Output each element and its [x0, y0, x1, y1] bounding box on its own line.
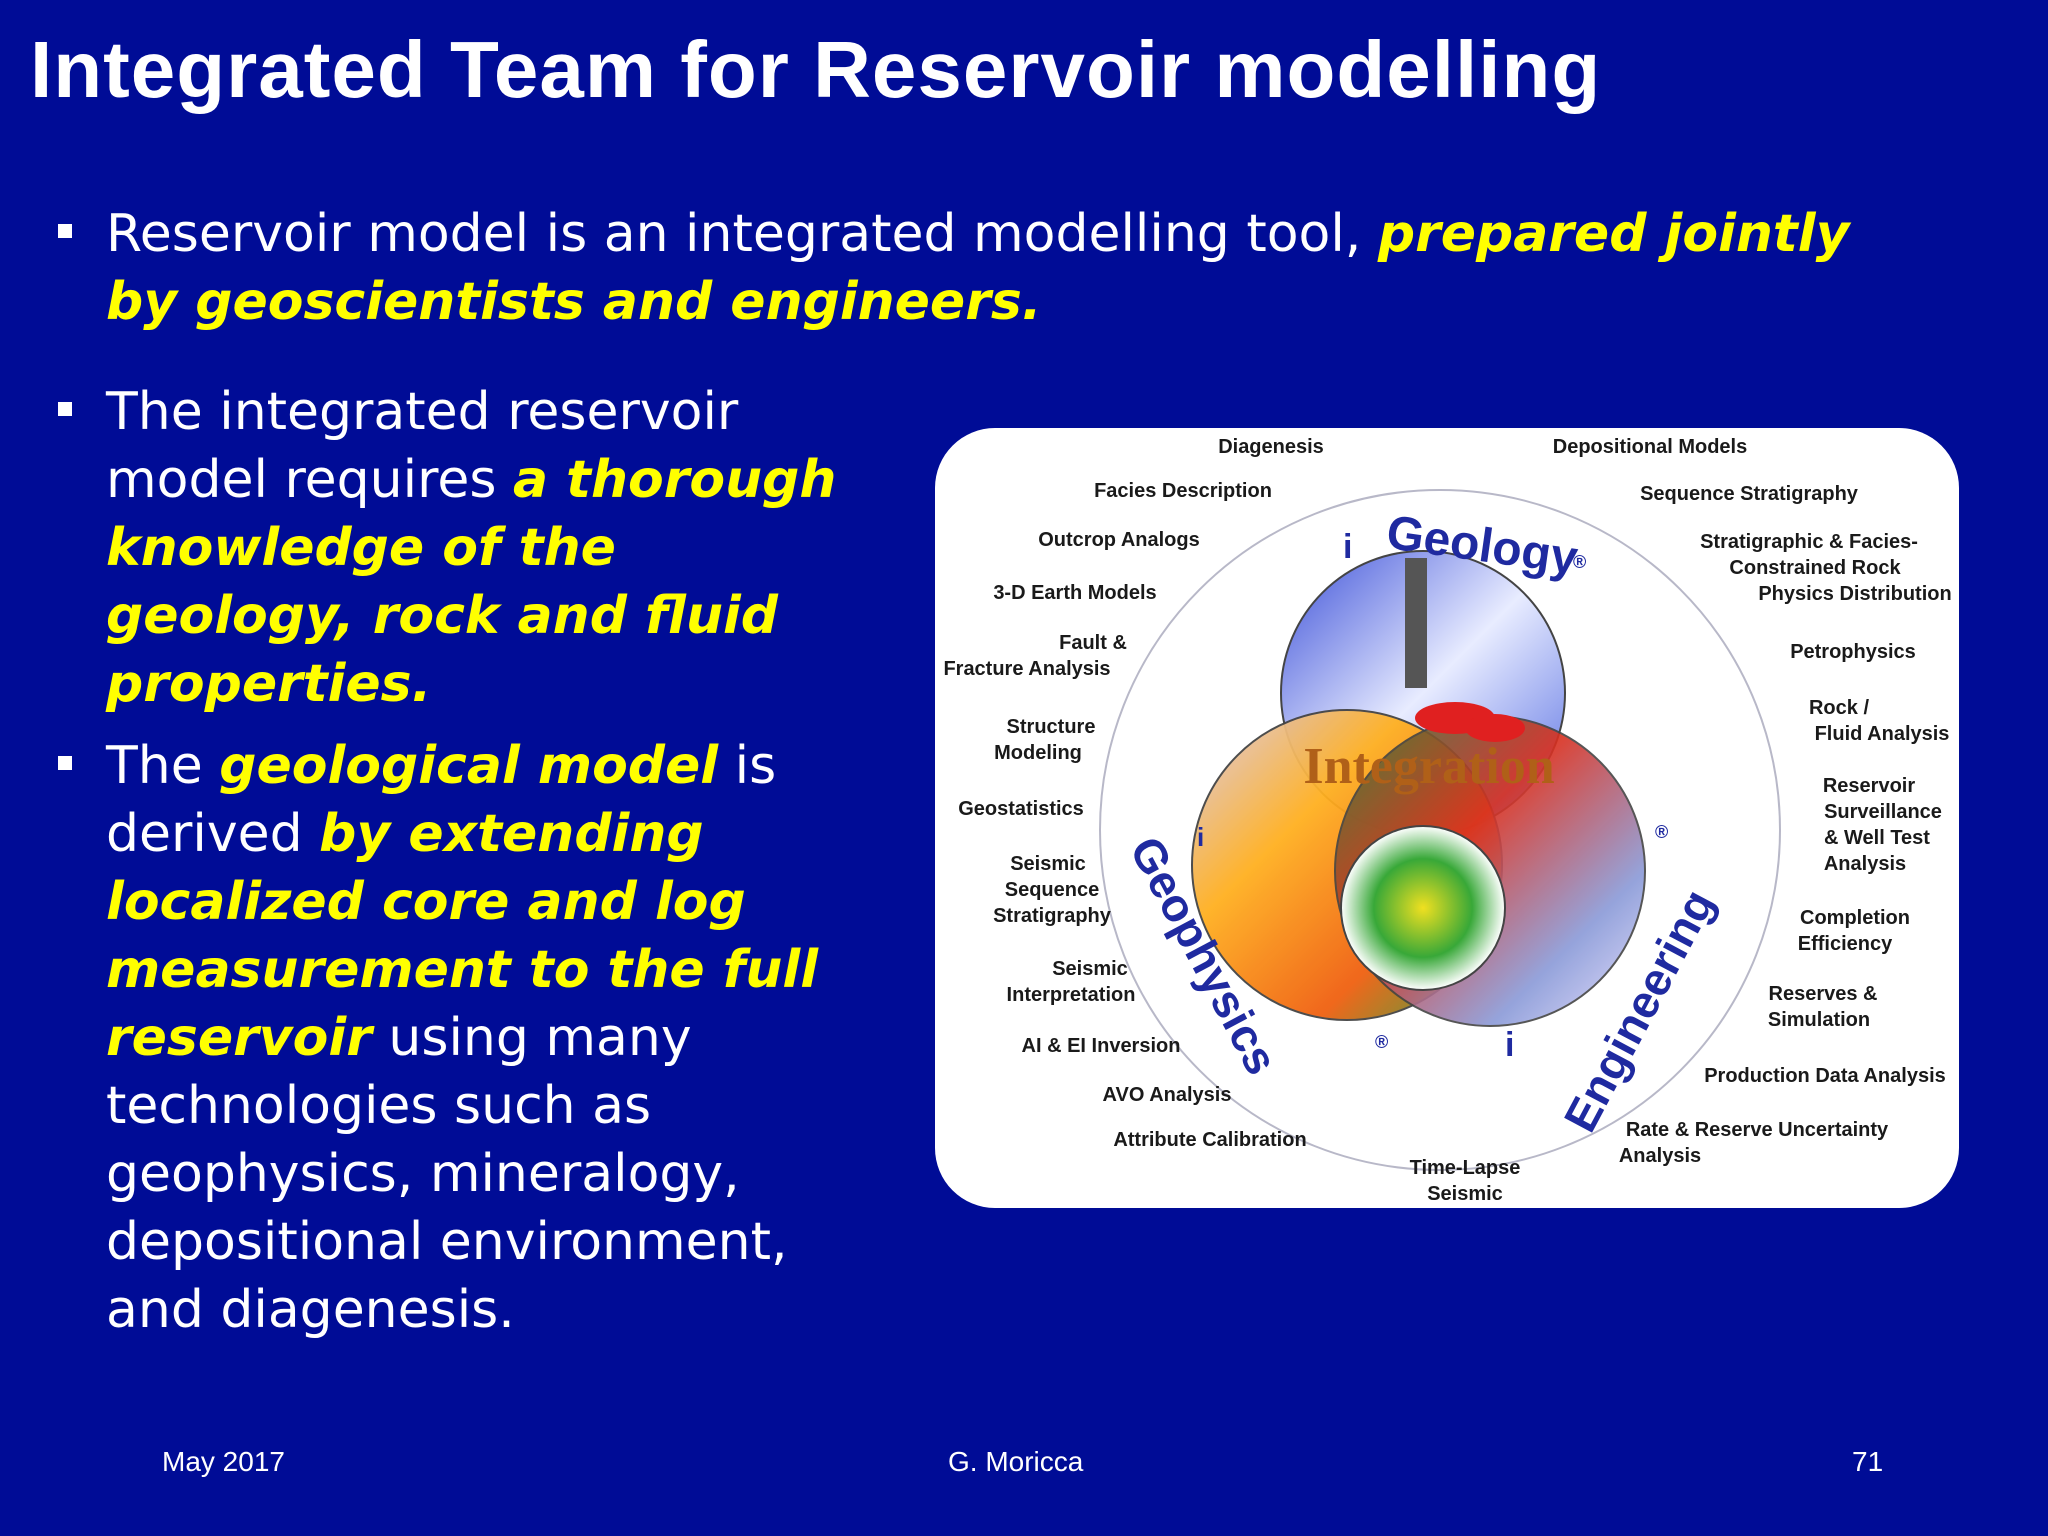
label-reservoir-surveillance: & Well Test: [1824, 827, 1930, 849]
engineering-i-prefix: i: [1505, 1026, 1514, 1064]
bullet-text: The geological model is derived by exten…: [106, 732, 878, 1344]
label-sequence-stratigraphy: Sequence Stratigraphy: [1640, 483, 1859, 505]
label-structure-modeling: Modeling: [994, 742, 1082, 764]
label-strat-facies: Stratigraphic & Facies-: [1700, 531, 1918, 553]
label-reserves-simulation: Reserves &: [1769, 983, 1878, 1005]
label-reservoir-surveillance: Analysis: [1824, 853, 1906, 875]
slide-title: Integrated Team for Reservoir modelling: [30, 25, 1602, 114]
geology-i-prefix: i: [1343, 528, 1352, 566]
bullet-square-icon: [58, 756, 72, 770]
label-reserves-simulation: Simulation: [1768, 1009, 1870, 1031]
registered-mark: ®: [1375, 1032, 1388, 1052]
label-ai-ei-inversion: AI & EI Inversion: [1022, 1035, 1181, 1057]
label-completion-efficiency: Completion: [1800, 907, 1910, 929]
label-seismic-sequence: Seismic: [1010, 853, 1086, 875]
well-icon: [1405, 558, 1427, 688]
bullet-highlight-text: geological model: [219, 736, 719, 796]
footer-author: G. Moricca: [948, 1446, 1084, 1477]
label-structure-modeling: Structure: [1007, 716, 1096, 738]
label-rock-fluid: Rock /: [1809, 697, 1869, 719]
bullet-plain-text: The integrated reservoir model requires: [106, 382, 739, 510]
bullet-highlight-period: .: [1021, 272, 1042, 332]
label-seismic-sequence: Stratigraphy: [993, 905, 1112, 927]
integration-diagram-svg: Geology i ® Integration Geophysics i ® E…: [943, 436, 1951, 1205]
label-time-lapse-seismic: Seismic: [1427, 1183, 1503, 1205]
integration-label: Integration: [1303, 738, 1554, 795]
bullet-thorough-knowledge: The integrated reservoir model requires …: [58, 378, 878, 718]
seismic-anomaly-icon: [1465, 714, 1525, 742]
label-production-data: Production Data Analysis: [1704, 1065, 1946, 1087]
label-seismic-interpretation: Interpretation: [1007, 984, 1136, 1006]
bullet-text: Reservoir model is an integrated modelli…: [106, 200, 1938, 336]
label-outcrop-analogs: Outcrop Analogs: [1038, 529, 1199, 551]
outer-ring: [1099, 489, 1781, 1171]
bullet-highlight-text: prepared jointly by geoscientists and en…: [106, 204, 1850, 332]
bullet-plain-text: Reservoir model is an integrated modelli…: [106, 204, 1378, 264]
bullet-square-icon: [58, 224, 72, 238]
bullet-plain-text: The: [106, 736, 220, 796]
label-earth-models: 3-D Earth Models: [993, 582, 1156, 604]
bullet-integrated-tool: Reservoir model is an integrated modelli…: [58, 200, 1938, 336]
label-depositional-models: Depositional Models: [1553, 436, 1747, 458]
geophysics-i-prefix: i: [1197, 822, 1204, 852]
label-rock-fluid: Fluid Analysis: [1815, 723, 1950, 745]
label-avo-analysis: AVO Analysis: [1103, 1084, 1232, 1106]
footer-date: May 2017: [162, 1446, 285, 1477]
registered-mark: ®: [1573, 552, 1586, 572]
bullet-text: The integrated reservoir model requires …: [106, 378, 878, 718]
label-facies-description: Facies Description: [1094, 480, 1272, 502]
registered-mark: ®: [1655, 822, 1668, 842]
label-seismic-sequence: Sequence: [1005, 879, 1099, 901]
label-reservoir-surveillance: Reservoir: [1823, 775, 1915, 797]
bullet-plain-text: using many technologies such as geophysi…: [106, 1008, 788, 1340]
label-diagenesis: Diagenesis: [1218, 436, 1324, 458]
bullet-highlight-text: by extending localized core and log meas…: [106, 804, 819, 1068]
label-geostatistics: Geostatistics: [958, 798, 1084, 820]
label-fault-analysis: Fault &: [1059, 632, 1127, 654]
label-reservoir-surveillance: Surveillance: [1824, 801, 1942, 823]
bullet-geological-model: The geological model is derived by exten…: [58, 732, 878, 1344]
bullet-plain-text: is derived: [106, 736, 777, 864]
label-completion-efficiency: Efficiency: [1798, 933, 1893, 955]
integration-diagram: Geology i ® Integration Geophysics i ® E…: [935, 428, 1959, 1208]
label-petrophysics: Petrophysics: [1790, 641, 1916, 663]
label-rate-reserve: Analysis: [1619, 1145, 1701, 1167]
integration-center: [1340, 825, 1506, 991]
label-seismic-interpretation: Seismic: [1052, 958, 1128, 980]
label-attribute-calibration: Attribute Calibration: [1113, 1129, 1306, 1151]
bullet-highlight-text: a thorough knowledge of the geology, roc…: [106, 450, 837, 714]
label-time-lapse-seismic: Time-Lapse: [1410, 1157, 1521, 1179]
label-strat-facies: Constrained Rock: [1729, 557, 1901, 579]
label-fault-analysis: Fracture Analysis: [943, 658, 1110, 680]
label-rate-reserve: Rate & Reserve Uncertainty: [1626, 1119, 1889, 1141]
bullet-square-icon: [58, 402, 72, 416]
footer-page-number: 71: [1852, 1446, 1884, 1477]
label-strat-facies: Physics Distribution: [1758, 583, 1951, 605]
